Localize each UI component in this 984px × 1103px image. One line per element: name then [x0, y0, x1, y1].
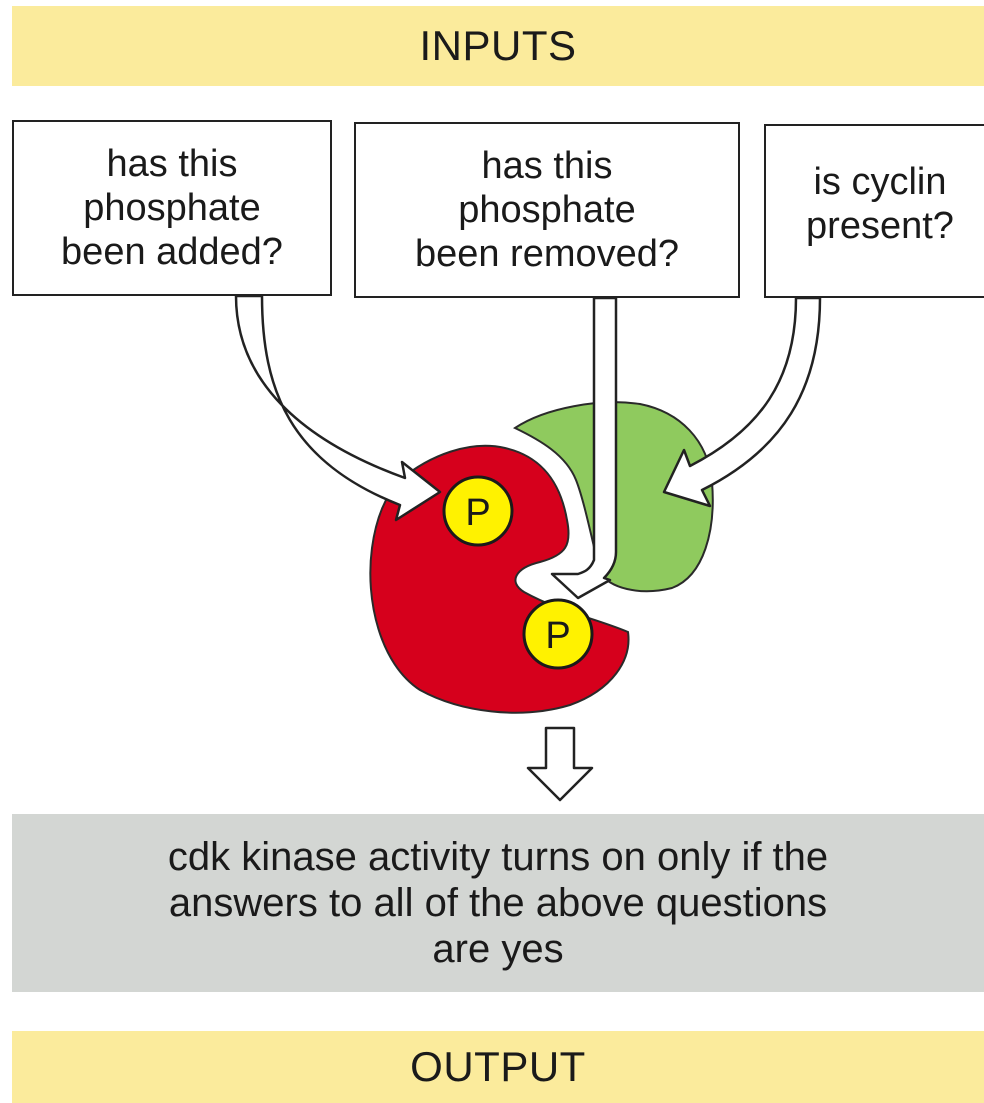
output-banner: OUTPUT: [12, 1031, 984, 1103]
phosphate-marker-2: P: [522, 598, 594, 670]
result-line: cdk kinase activity turns on only if the: [167, 835, 829, 879]
inputs-banner: INPUTS: [12, 6, 984, 86]
result-box: cdk kinase activity turns on only if the…: [12, 814, 984, 992]
question-box-phosphate-removed: has this phosphate been removed?: [354, 122, 740, 298]
phosphate-marker-1: P: [442, 475, 514, 547]
question-line: has this: [106, 143, 238, 185]
result-line: answers to all of the above questions: [168, 881, 828, 925]
output-arrow: [526, 726, 594, 802]
question-line: phosphate: [83, 187, 261, 229]
question-line: been removed?: [414, 233, 680, 275]
inputs-label: INPUTS: [419, 22, 577, 69]
input-arrow-3: [662, 296, 822, 508]
question-line: been added?: [61, 231, 283, 273]
input-arrow-1: [234, 294, 442, 522]
phosphate-label-2: P: [545, 615, 570, 657]
question-line: present?: [806, 205, 954, 247]
question-line: phosphate: [458, 189, 636, 231]
result-line: are yes: [432, 927, 564, 971]
input-arrow-2: [550, 296, 618, 600]
question-box-phosphate-added: has this phosphate been added?: [12, 120, 332, 296]
output-label: OUTPUT: [410, 1043, 586, 1090]
question-line: has this: [481, 145, 613, 187]
question-box-cyclin-present: is cyclin present?: [764, 124, 984, 298]
question-line: is cyclin: [813, 161, 947, 203]
phosphate-label-1: P: [465, 492, 490, 534]
